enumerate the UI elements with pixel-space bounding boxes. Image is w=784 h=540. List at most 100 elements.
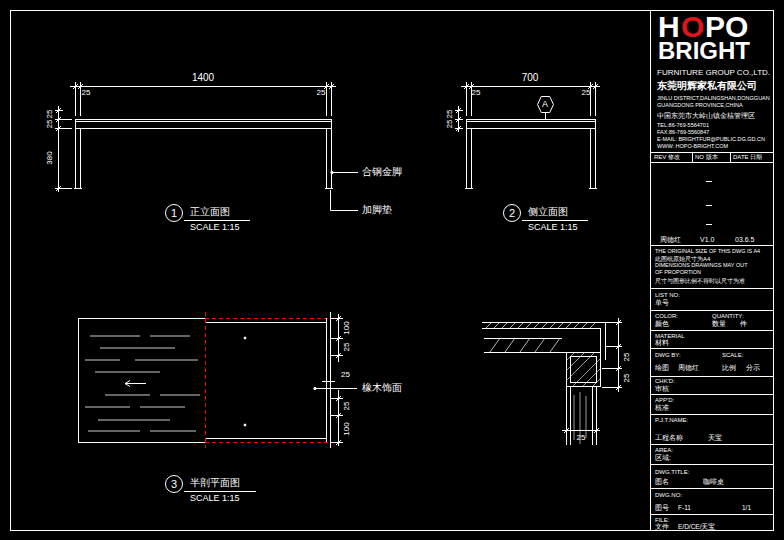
- title-block-text: DWG.NO:: [655, 492, 682, 498]
- side-dimensions-line: [461, 86, 600, 87]
- dimension-text: 25: [446, 120, 454, 129]
- title-block-text: 审核: [655, 386, 669, 393]
- part-label: 合钢金脚: [362, 167, 402, 177]
- title-block-rules-line: [650, 414, 774, 415]
- dimension-text: 25: [82, 89, 91, 97]
- title-block-rules-line: [650, 514, 774, 515]
- section-detail-line: [570, 387, 571, 445]
- side-dimensions: [455, 82, 600, 221]
- plan-dimensions: [184, 314, 357, 492]
- side-elevation-line: [545, 113, 546, 119]
- half-section-plan-line: [78, 442, 205, 443]
- title-block-rules-line: [706, 205, 712, 206]
- scale-note: SCALE 1:15: [528, 223, 578, 232]
- front-elevation-line: [75, 128, 76, 188]
- title-block-text: GUANGDONG PROVINCE,CHINA: [657, 103, 743, 109]
- dimension-text: 25: [582, 89, 591, 97]
- dimension-text: 25: [341, 371, 350, 379]
- detail-dimensions-line: [564, 428, 599, 433]
- half-section-plan-line: [78, 318, 79, 442]
- title-block-text: 1/1: [742, 505, 751, 512]
- dimension-text: 700: [522, 73, 539, 83]
- dimension-text: 25: [46, 110, 54, 119]
- dimension-text: 380: [46, 151, 54, 164]
- front-elevation-line: [80, 128, 81, 188]
- title-block-text: F-11: [678, 505, 691, 512]
- side-elevation: [465, 113, 597, 189]
- title-block-text: DWG BY:: [655, 352, 681, 358]
- side-elevation-line: [595, 128, 596, 188]
- title-block-text: REV 修改: [654, 154, 680, 160]
- title-block-text: 图名: [655, 479, 669, 486]
- title-block-text: 图号: [655, 505, 669, 512]
- section-detail-line: [490, 338, 560, 352]
- front-elevation-line: [74, 188, 82, 189]
- half-section-plan-line: [78, 318, 205, 319]
- plan-dimensions-line: [327, 378, 331, 385]
- dimension-text: 100: [343, 321, 351, 334]
- front-elevation-line: [331, 128, 332, 188]
- title-block-text: FAX:86-769-5560847: [657, 130, 709, 136]
- section-detail-line: [567, 353, 601, 387]
- callout-number: 2: [509, 208, 515, 219]
- view-number-circle: 1: [165, 204, 183, 222]
- front-leaders-line: [333, 172, 358, 173]
- title-block-text: WWW: HOPO-BRIGHT.COM: [657, 144, 728, 150]
- title-block-text: 东莞明辉家私有限公司: [657, 81, 757, 91]
- title-block-text: DIMENSIONS DRAWINGS MAY OUT: [655, 263, 748, 269]
- title-block-rules-line: [650, 245, 774, 246]
- title-block-rules-line: [650, 288, 774, 289]
- dimension-text: 25: [317, 89, 326, 97]
- title-block-text: 件: [740, 321, 747, 328]
- title-block-rules-line: [650, 464, 774, 465]
- title-block-text: QUANTITY:: [712, 313, 744, 319]
- view-number-circle: 3: [165, 475, 183, 493]
- detail-dimensions: [562, 318, 622, 433]
- side-elevation-line: [471, 128, 472, 188]
- section-detail: [482, 322, 606, 445]
- plan-dimensions-line: [331, 319, 343, 443]
- title-block-text: OF PROPORTION: [655, 270, 701, 276]
- half-section-plan-line: [206, 322, 326, 323]
- dimension-text: 25: [577, 434, 586, 442]
- side-elevation-line: [590, 128, 591, 188]
- title-block-rules-line: [650, 152, 774, 153]
- title-block-rules-line: [650, 162, 774, 163]
- title-block-rules-line: [650, 444, 774, 445]
- section-detail-line: [605, 322, 606, 360]
- title-block-text: V1.0: [700, 236, 714, 243]
- marker-outline: [537, 96, 553, 112]
- half-section-plan-line: [206, 438, 326, 439]
- dimension-text: 25: [446, 110, 454, 119]
- title-block-text: THE ORIGINAL SIZE OF THIS DWG IS A4: [655, 249, 760, 255]
- section-detail-line: [592, 387, 593, 445]
- title-block-text: 区域:: [655, 455, 671, 462]
- front-elevation-line: [326, 128, 327, 188]
- view-title: 正立面图: [190, 207, 230, 217]
- title-block-rules-line: [650, 488, 774, 489]
- title-block-text: E-MAIL: BRIGHTFUR@PUBLIC.DG.GD.CN: [657, 137, 765, 143]
- detail-dimensions-line: [618, 318, 619, 392]
- title-block-text: 中国东莞市大岭山镇金桔管理区: [657, 113, 755, 120]
- title-block-text: 颜色: [655, 321, 669, 328]
- title-block-text: 分示: [746, 365, 760, 372]
- logo-text: O: [681, 12, 704, 42]
- front-elevation-line: [75, 121, 331, 122]
- half-section-plan-line: [205, 318, 330, 319]
- logo-text: H: [658, 12, 680, 42]
- plan-dimensions-line: [314, 387, 316, 389]
- half-section-plan-line: [244, 424, 246, 426]
- title-block-text: DWG.TITLE:: [655, 469, 689, 475]
- title-block-text: 比例: [722, 365, 736, 372]
- half-section-plan-line: [205, 312, 206, 448]
- title-block-text: 单号: [655, 300, 669, 307]
- dimension-text: 25: [472, 89, 481, 97]
- part-label: 加脚垫: [362, 205, 392, 215]
- half-section-plan-line: [125, 381, 146, 387]
- dimension-text: 25: [343, 343, 351, 352]
- section-detail-line: [571, 357, 597, 383]
- half-section-plan-line: [244, 337, 246, 339]
- title-block-rules-line: [692, 152, 693, 162]
- front-leaders-line: [331, 171, 333, 173]
